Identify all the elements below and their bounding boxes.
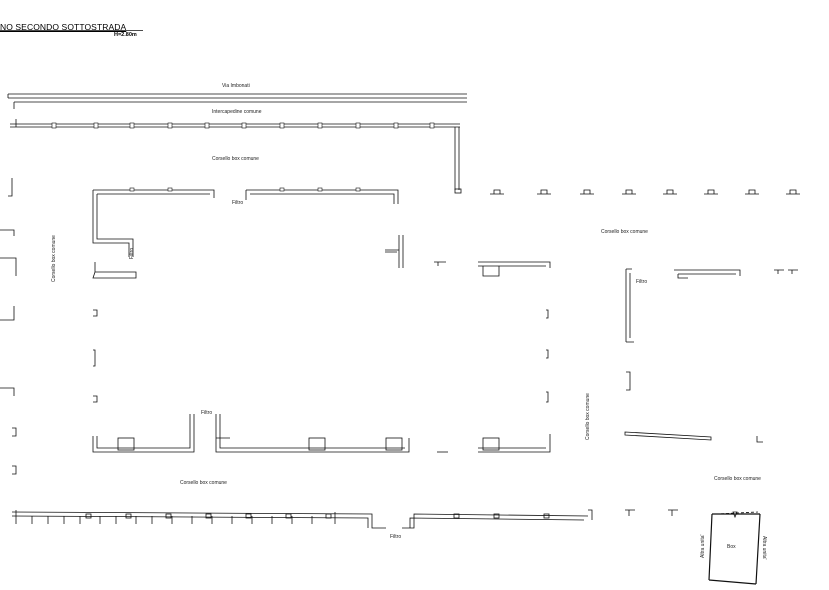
inner-block-bottom-wall (92, 414, 551, 453)
intercapedine-columns (51, 122, 435, 192)
label-corsello-right-bottom: Corsello box comune (714, 476, 761, 482)
label-filtro-bottom: Filtro (390, 534, 402, 540)
label-via-imbonati: Via Imbonati (222, 83, 250, 89)
label-filtro-mid: Filtro (201, 410, 213, 416)
label-box: Box (727, 544, 736, 550)
inner-block-right-top (385, 235, 551, 277)
label-corsello-right-top: Corsello box comune (601, 229, 648, 235)
right-block (624, 268, 798, 443)
label-corsello-bottom: Corsello box comune (180, 480, 227, 486)
box-unit (708, 511, 761, 585)
street-via-imbonati (7, 93, 467, 109)
plan-title: NO SECONDO SOTTOSTRADA (0, 22, 127, 32)
intercapedine-wall (10, 119, 462, 194)
height-note: H=2.80m (114, 32, 137, 38)
label-intercapedine: Intercapedine comune (212, 109, 262, 115)
inner-block-columns (93, 309, 549, 403)
label-filtro-right: Filtro (636, 279, 648, 285)
label-filtro-left: Filtro (129, 247, 135, 259)
bottom-corridor-wall (11, 509, 678, 529)
inner-block-top-wall (92, 189, 399, 279)
label-altra-unita-left: Altra unita' (700, 534, 706, 558)
label-corsello-left: Corsello box comune (51, 235, 57, 282)
right-column-markers-top (490, 189, 800, 195)
label-filtro-top: Filtro (232, 200, 244, 206)
label-altra-unita-right: Altra unita' (761, 536, 767, 560)
left-edge-walls (0, 178, 17, 475)
label-corsello-top: Corsello box comune (212, 156, 259, 162)
label-corsello-mid-vertical: Corsello box comune (585, 393, 591, 440)
